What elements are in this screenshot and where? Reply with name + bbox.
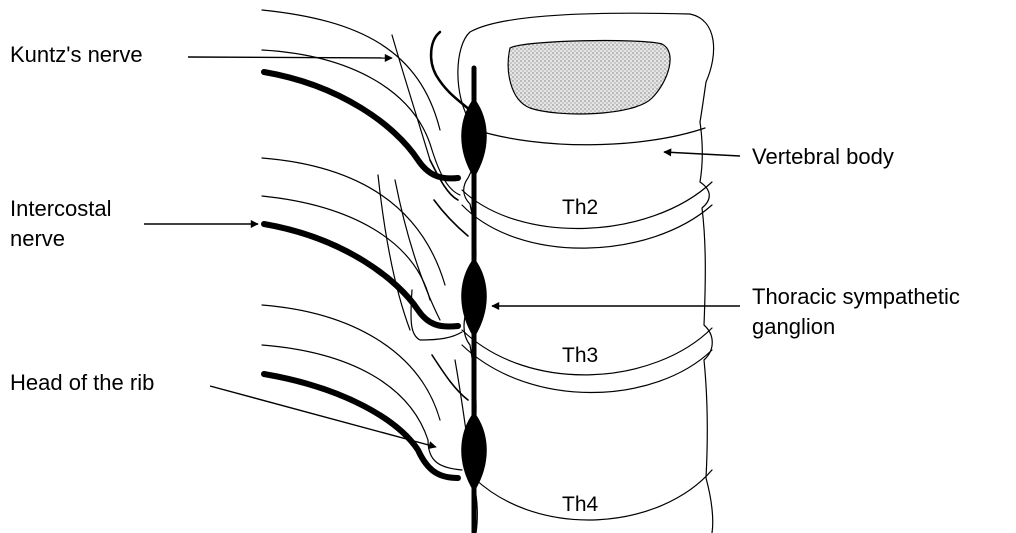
label-th3: Th3 <box>562 344 598 367</box>
spinal-canal <box>508 41 670 114</box>
intercostal-nerve-3 <box>264 374 458 478</box>
label-vertebral-body: Vertebral body <box>752 144 894 169</box>
label-intercostal-2: nerve <box>10 226 65 251</box>
label-ganglion-1: Thoracic sympathetic <box>752 284 960 309</box>
label-head-of-rib: Head of the rib <box>10 370 154 395</box>
vertebral-column <box>458 13 714 533</box>
intercostal-nerve-2 <box>264 224 458 327</box>
label-intercostal-1: Intercostal <box>10 196 112 221</box>
intercostal-nerve-1 <box>264 72 458 178</box>
label-ganglion-2: ganglion <box>752 314 835 339</box>
sympathetic-trunk <box>430 32 487 533</box>
label-th2: Th2 <box>562 196 598 219</box>
kuntz-nerve-branch <box>431 32 470 110</box>
arrow-kuntz <box>188 57 392 58</box>
ganglion-1 <box>461 98 487 178</box>
label-th4: Th4 <box>562 493 599 516</box>
ramus-communicans-3 <box>432 355 468 400</box>
rib-head-3 <box>428 440 462 470</box>
th2-upper-edge <box>476 128 705 145</box>
label-kuntz-nerve: Kuntz's nerve <box>10 42 143 67</box>
ramus-line-1 <box>392 35 430 160</box>
arrow-head-of-rib <box>210 386 436 447</box>
ganglion-2 <box>461 258 487 338</box>
intercostal-nerves <box>264 72 458 478</box>
ramus-line-2 <box>378 175 410 330</box>
